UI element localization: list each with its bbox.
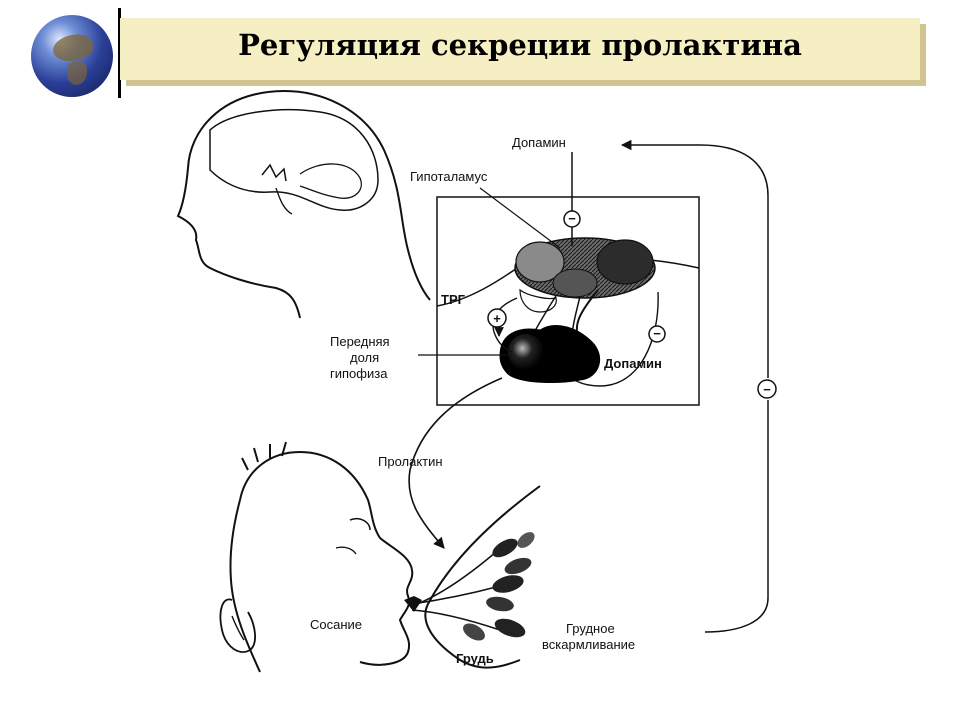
label-anterior-pituitary-line1: Передняя	[330, 334, 390, 349]
label-suckling: Сосание	[310, 617, 362, 632]
label-hypothalamus: Гипоталамус	[410, 169, 488, 184]
label-breast: Грудь	[456, 651, 494, 666]
label-dopamine-top: Допамин	[512, 135, 566, 150]
label-anterior-pituitary-line3: гипофиза	[330, 366, 388, 381]
anterior-pituitary-illustration	[499, 325, 601, 383]
minus-sign-dopamine-right: −	[648, 325, 666, 343]
minus-sign-dopamine-top: −	[563, 210, 581, 228]
minus-sign-feedback: −	[757, 379, 777, 399]
slide-title: Регуляция секреции пролактина	[238, 28, 802, 62]
title-banner: Регуляция секреции пролактина	[120, 18, 920, 80]
label-breastfeeding-line1: Грудное	[566, 621, 615, 636]
label-breastfeeding-line2: вскармливание	[542, 637, 635, 652]
head-profile-illustration	[176, 90, 431, 319]
globe-logo	[31, 15, 113, 97]
breast-illustration	[404, 485, 541, 669]
svg-text:−: −	[763, 382, 771, 397]
plus-sign-trg: +	[487, 308, 507, 328]
svg-text:−: −	[653, 326, 661, 341]
hypothalamus-illustration	[514, 237, 656, 313]
label-prolactin: Пролактин	[378, 454, 443, 469]
header-divider	[118, 8, 121, 98]
label-trg: ТРГ	[441, 292, 466, 307]
hypothalamus-pituitary-box	[436, 196, 700, 406]
svg-text:+: +	[493, 311, 501, 326]
label-anterior-pituitary-line2: доля	[350, 350, 379, 365]
infant-illustration	[219, 441, 414, 673]
label-dopamine-right: Допамин	[604, 356, 662, 371]
svg-text:−: −	[568, 211, 576, 226]
